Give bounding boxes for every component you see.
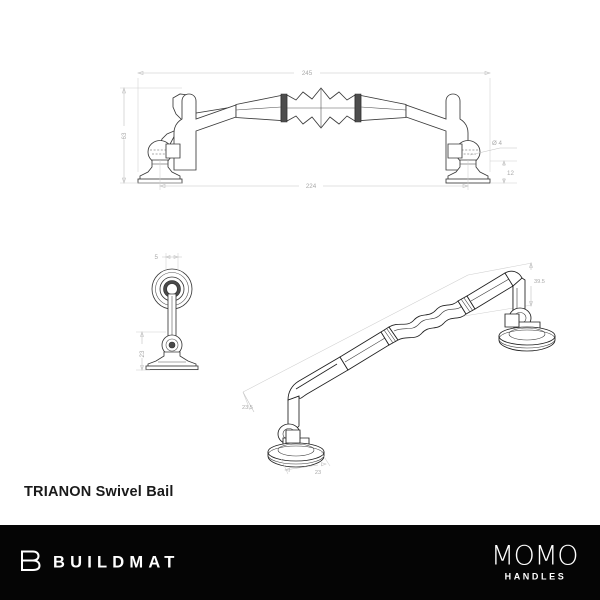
dim-iso-handle-height: 39.5 — [529, 262, 545, 307]
page-title: TRIANON Swivel Bail — [24, 484, 174, 500]
front-elevation-view: 245 224 — [120, 70, 517, 190]
dim-label-iso-projection: 23.5 — [242, 405, 253, 411]
dim-label-rosette-thickness: 5 — [155, 254, 159, 261]
buildmat-wordmark: BUILDMAT — [53, 553, 180, 571]
momo-subtitle: HANDLES — [504, 571, 567, 582]
dim-label-iso-base-diameter: 23 — [315, 470, 321, 476]
dim-label-iso-handle-height: 39.5 — [534, 279, 545, 285]
dim-overall-height: 63 — [120, 87, 182, 184]
side-rosette-geometry — [145, 268, 199, 371]
dim-label-centre-to-centre: 224 — [306, 183, 317, 190]
dim-rosette-thickness: 5 — [155, 253, 182, 271]
dim-label-overall-height: 63 — [121, 132, 128, 139]
dim-label-projection-height: 23 — [139, 350, 146, 357]
iso-handle-geometry — [267, 270, 556, 468]
dim-iso-base-diameter: 23 — [280, 451, 331, 476]
handle-front-geometry — [137, 87, 491, 184]
momo-wordmark: MOMO — [490, 540, 579, 572]
dim-screw-hole-diameter: Ø 4 — [469, 140, 517, 156]
footer-brand-bar: BUILDMAT MOMO HANDLES — [0, 525, 600, 600]
side-elevation-view: 5 23 — [136, 253, 199, 371]
dim-label-overall-length: 245 — [302, 70, 313, 77]
buildmat-logo-icon — [20, 549, 44, 576]
momo-brand[interactable]: MOMO HANDLES — [490, 540, 579, 582]
dim-centre-to-centre: 224 — [159, 160, 469, 190]
dim-iso-projection: 23.5 — [242, 391, 255, 413]
technical-drawing-svg: 245 224 — [120, 70, 556, 476]
isometric-view: 23.5 39.5 23 — [242, 262, 556, 476]
dim-base-height: 12 — [490, 160, 517, 184]
dim-label-base-height: 12 — [507, 170, 514, 177]
iso-left-rosette — [267, 423, 325, 468]
buildmat-brand[interactable]: BUILDMAT — [20, 549, 180, 576]
iso-right-rosette — [498, 307, 556, 352]
dim-label-screw-hole-diameter: Ø 4 — [492, 140, 503, 147]
technical-drawing-area: 245 224 — [24, 70, 556, 500]
dim-overall-length: 245 — [137, 70, 491, 172]
dim-projection-height: 23 — [136, 331, 166, 371]
